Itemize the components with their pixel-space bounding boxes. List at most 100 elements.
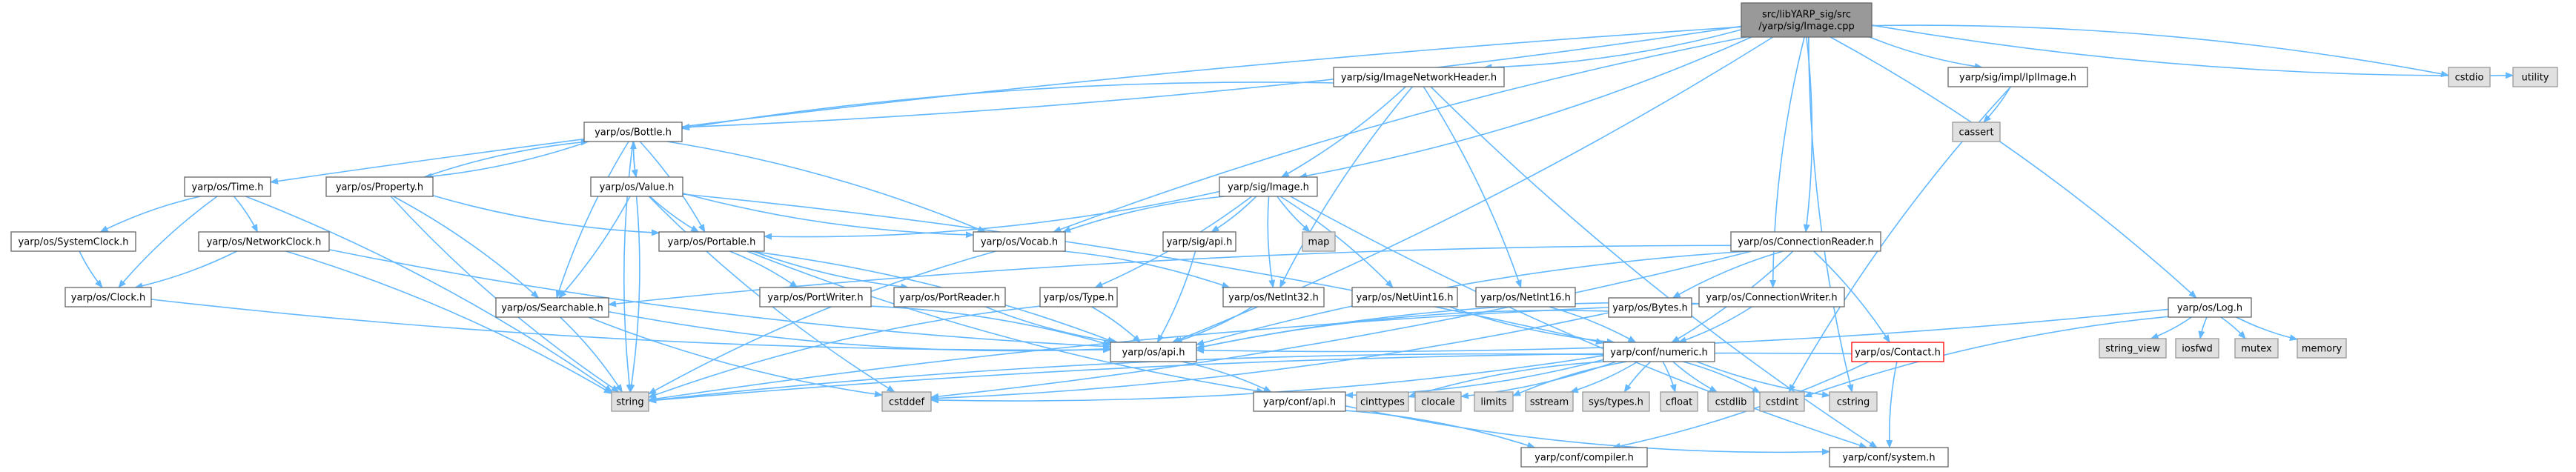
edge-root-to-log	[1830, 36, 2197, 299]
edge-vocab-to-string	[648, 250, 996, 395]
edge-imageNetHeader-to-netInt32	[1279, 86, 1414, 289]
node-label: string_view	[2105, 344, 2160, 355]
node-box	[2448, 67, 2491, 87]
node-label: sstream	[1530, 397, 1569, 408]
node-yarp-os-netint32-h[interactable]: yarp/os/NetInt32.h	[1222, 287, 1325, 308]
edge-image-to-vocab	[1062, 196, 1225, 233]
node-yarp-os-netint16-h[interactable]: yarp/os/NetInt16.h	[1475, 287, 1576, 308]
node-label: yarp/sig/impl/IplImage.h	[1959, 73, 2076, 84]
edge-numeric-to-clocale	[1460, 361, 1617, 399]
edge-root-to-image	[1298, 36, 1752, 179]
edge-property-to-searchable	[393, 196, 540, 299]
node-label: yarp/os/ConnectionReader.h	[1738, 237, 1874, 248]
node-box	[590, 176, 683, 197]
node-yarp-os-time-h[interactable]: yarp/os/Time.h	[184, 176, 271, 197]
edge-imageNetHeader-to-image	[1280, 86, 1406, 178]
node-box	[1829, 447, 1949, 468]
node-yarp-os-vocab-h[interactable]: yarp/os/Vocab.h	[973, 231, 1066, 252]
node-yarp-os-bottle-h[interactable]: yarp/os/Bottle.h	[583, 122, 683, 142]
node-yarp-os-portable-h[interactable]: yarp/os/Portable.h	[658, 231, 765, 252]
node-yarp-os-netuint16-h[interactable]: yarp/os/NetUint16.h	[1351, 287, 1458, 308]
nodes-layer: src/libYARP_sig/src/yarp/sig/Image.cppya…	[10, 2, 2558, 468]
node-yarp-conf-system-h[interactable]: yarp/conf/system.h	[1829, 447, 1949, 468]
edge-image-to-system	[1290, 196, 1868, 449]
node-box	[1603, 342, 1715, 362]
edge-image-to-netUint16	[1279, 196, 1394, 288]
node-src-libyarp-sig-src-yarp-sig-image-cpp[interactable]: src/libYARP_sig/src/yarp/sig/Image.cpp	[1741, 2, 1873, 38]
node-yarp-os-portreader-h[interactable]: yarp/os/PortReader.h	[893, 287, 1006, 308]
edge-portable-to-confApi	[746, 250, 1265, 394]
node-label: yarp/os/Property.h	[336, 182, 423, 193]
node-yarp-os-value-h[interactable]: yarp/os/Value.h	[590, 176, 683, 197]
node-box	[1333, 67, 1505, 87]
node-box	[2512, 67, 2558, 87]
edge-confApi-to-compiler	[1345, 410, 1536, 449]
node-box	[10, 231, 136, 252]
node-label: yarp/os/ConnectionWriter.h	[1706, 293, 1837, 304]
node-yarp-sig-api-h[interactable]: yarp/sig/api.h	[1162, 231, 1236, 252]
node-box	[1525, 391, 1574, 412]
node-yarp-os-type-h[interactable]: yarp/os/Type.h	[1039, 287, 1118, 308]
edge-bottle-to-vocab	[666, 141, 987, 233]
edge-root-to-cstring	[1808, 36, 1854, 393]
node-label: cfloat	[1666, 397, 1692, 408]
node-cfloat: cfloat	[1660, 391, 1698, 412]
node-sstream: sstream	[1525, 391, 1574, 412]
node-box	[658, 231, 765, 252]
node-box	[1162, 231, 1236, 252]
node-box	[1582, 391, 1650, 412]
node-yarp-os-log-h[interactable]: yarp/os/Log.h	[2168, 297, 2252, 318]
edge-imageNetHeader-to-bottle	[681, 82, 1334, 131]
node-yarp-os-networkclock-h[interactable]: yarp/os/NetworkClock.h	[198, 231, 330, 252]
edge-root-to-imageNetHeader	[1483, 29, 1742, 71]
node-box	[64, 287, 152, 308]
node-yarp-os-portwriter-h[interactable]: yarp/os/PortWriter.h	[759, 287, 872, 308]
node-yarp-os-connectionreader-h[interactable]: yarp/os/ConnectionReader.h	[1730, 231, 1881, 252]
node-label: yarp/os/SystemClock.h	[19, 237, 129, 248]
node-sys-types-h: sys/types.h	[1582, 391, 1650, 412]
edge-numeric-to-string	[647, 353, 1604, 404]
node-utility: utility	[2512, 67, 2558, 87]
node-box	[1741, 2, 1873, 38]
node-yarp-os-clock-h[interactable]: yarp/os/Clock.h	[64, 287, 152, 308]
node-box	[1851, 342, 1944, 362]
node-label: yarp/os/Type.h	[1044, 293, 1114, 304]
node-yarp-sig-imagenetworkheader-h[interactable]: yarp/sig/ImageNetworkHeader.h	[1333, 67, 1505, 87]
edge-time-to-networkClock	[233, 196, 259, 233]
node-box	[759, 287, 872, 308]
node-cinttypes: cinttypes	[1356, 391, 1409, 412]
node-label: yarp/os/Searchable.h	[501, 303, 603, 314]
node-yarp-os-contact-h[interactable]: yarp/os/Contact.h	[1851, 342, 1944, 362]
node-yarp-conf-compiler-h[interactable]: yarp/conf/compiler.h	[1520, 447, 1648, 468]
node-yarp-os-api-h[interactable]: yarp/os/api.h	[1110, 342, 1197, 362]
node-cstdio: cstdio	[2448, 67, 2491, 87]
edge-time-to-systemClock	[99, 196, 201, 233]
edge-root-to-time	[269, 26, 1742, 185]
node-box	[198, 231, 330, 252]
node-label: cstdint	[1766, 397, 1798, 408]
node-yarp-os-systemclock-h[interactable]: yarp/os/SystemClock.h	[10, 231, 136, 252]
edge-connectionReader-to-bytes	[1672, 250, 1784, 299]
node-yarp-conf-numeric-h[interactable]: yarp/conf/numeric.h	[1603, 342, 1715, 362]
edge-connectionReader-to-cstddef	[930, 250, 1752, 400]
node-yarp-sig-impl-iplimage-h[interactable]: yarp/sig/impl/IplImage.h	[1947, 67, 2088, 87]
node-yarp-os-bytes-h[interactable]: yarp/os/Bytes.h	[1608, 297, 1692, 318]
node-yarp-sig-image-h[interactable]: yarp/sig/Image.h	[1219, 176, 1318, 197]
node-box	[495, 297, 609, 318]
node-label: cstdio	[2455, 73, 2484, 84]
node-yarp-conf-api-h[interactable]: yarp/conf/api.h	[1253, 391, 1346, 412]
edge-numeric-to-cstdint	[1682, 361, 1761, 393]
node-yarp-os-searchable-h[interactable]: yarp/os/Searchable.h	[495, 297, 609, 318]
node-box	[1414, 391, 1462, 412]
node-map: map	[1302, 231, 1336, 252]
node-yarp-os-property-h[interactable]: yarp/os/Property.h	[325, 176, 434, 197]
node-label: cstring	[1837, 397, 1870, 408]
node-yarp-os-connectionwriter-h[interactable]: yarp/os/ConnectionWriter.h	[1698, 287, 1845, 308]
node-box	[1351, 287, 1458, 308]
edge-value-to-portable	[649, 196, 700, 233]
edge-imageNetHeader-to-system	[1430, 86, 1878, 448]
edge-connectionWriter-to-string	[647, 303, 1700, 402]
node-box	[1520, 447, 1648, 468]
node-label: yarp/os/PortReader.h	[899, 293, 1000, 304]
node-box	[2297, 338, 2347, 359]
